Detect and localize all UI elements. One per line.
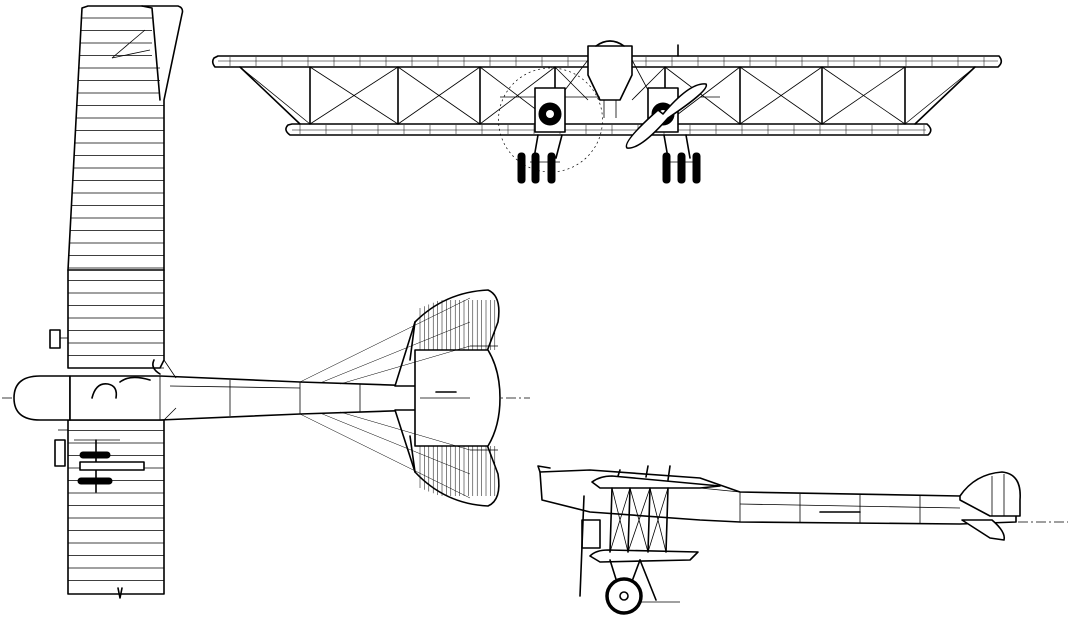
front-brace-wire [309, 66, 399, 125]
front-brace-wire [821, 66, 906, 125]
top-nose [13, 375, 71, 421]
front-brace-wire [397, 66, 481, 125]
front-brace-wire [904, 66, 976, 125]
front-landing-gear-left [517, 134, 563, 184]
front-propeller [625, 83, 708, 149]
tail-rib-lines [419, 300, 496, 496]
wing-rib-lines [68, 17, 164, 581]
side-fin [959, 471, 1021, 517]
side-strut [647, 487, 651, 553]
top-engine-propeller [74, 439, 145, 493]
front-lower-wing [285, 123, 932, 136]
front-brace-wire [239, 66, 311, 125]
side-interplane-struts [609, 487, 669, 553]
front-engine-left [498, 67, 603, 173]
side-strut [627, 487, 631, 553]
front-nacelle [587, 45, 633, 101]
front-landing-gear-right [662, 134, 701, 184]
front-view [211, 40, 1003, 184]
front-brace-wire [739, 66, 823, 125]
side-brace-wire [609, 487, 631, 553]
side-view [537, 465, 1068, 615]
front-brace-wire [554, 66, 589, 101]
side-brace-wire [627, 487, 651, 553]
top-aileron [141, 5, 161, 101]
side-strut [609, 487, 613, 553]
front-brace-wire [479, 66, 556, 125]
front-engine-right [625, 83, 720, 149]
side-brace-wire [647, 487, 669, 553]
side-lower-wing [589, 549, 699, 563]
top-view [2, 5, 530, 599]
side-strut [665, 487, 669, 553]
top-wing [67, 5, 184, 369]
side-landing-gear [605, 559, 680, 615]
side-upper-wing [591, 475, 721, 489]
front-brace-wire [631, 66, 666, 101]
